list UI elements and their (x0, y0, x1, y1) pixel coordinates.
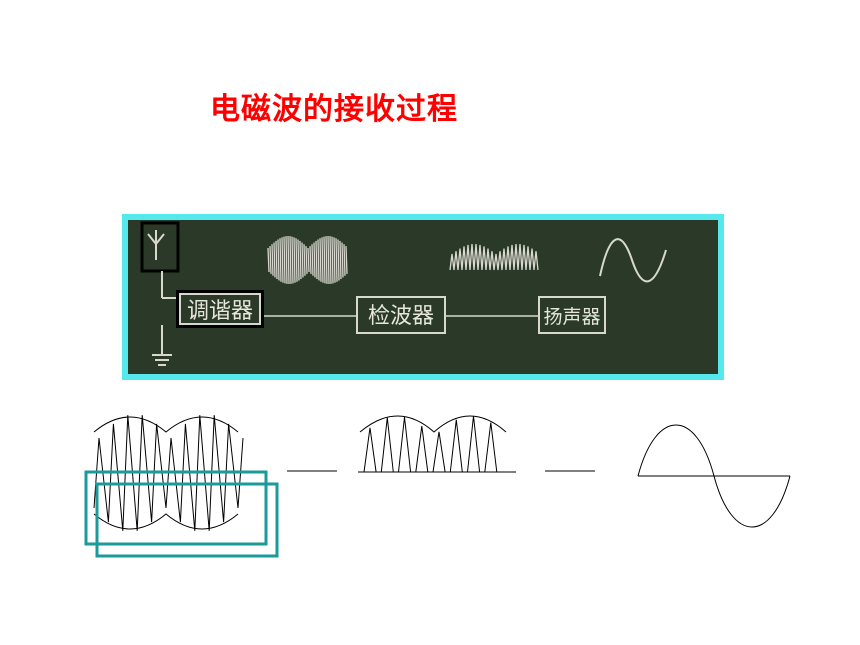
board-carrier-strokes (267, 235, 348, 285)
speaker-block: 扬声器 (538, 296, 606, 334)
detected-wave-board (449, 244, 539, 271)
board-detected-strokes (449, 244, 539, 271)
board-drawing (140, 221, 667, 366)
antenna-highlight-box (140, 221, 180, 273)
ground-icon (152, 325, 172, 366)
audio-wave-board (599, 238, 667, 283)
tuner-block: 调谐器 (176, 290, 264, 328)
chalkboard-diagram: 调谐器 检波器 扬声器 (122, 214, 724, 380)
page-title: 电磁波的接收过程 (210, 92, 458, 127)
antenna-icon (147, 230, 165, 260)
detected-wave (358, 415, 516, 473)
modulated-wave-board (267, 235, 348, 285)
highlight-box-2 (95, 482, 279, 558)
highlight-box-1 (84, 470, 268, 546)
detector-block: 检波器 (356, 296, 446, 334)
audio-sine-wave (637, 424, 791, 528)
chalkboard: 调谐器 检波器 扬声器 (128, 220, 718, 374)
